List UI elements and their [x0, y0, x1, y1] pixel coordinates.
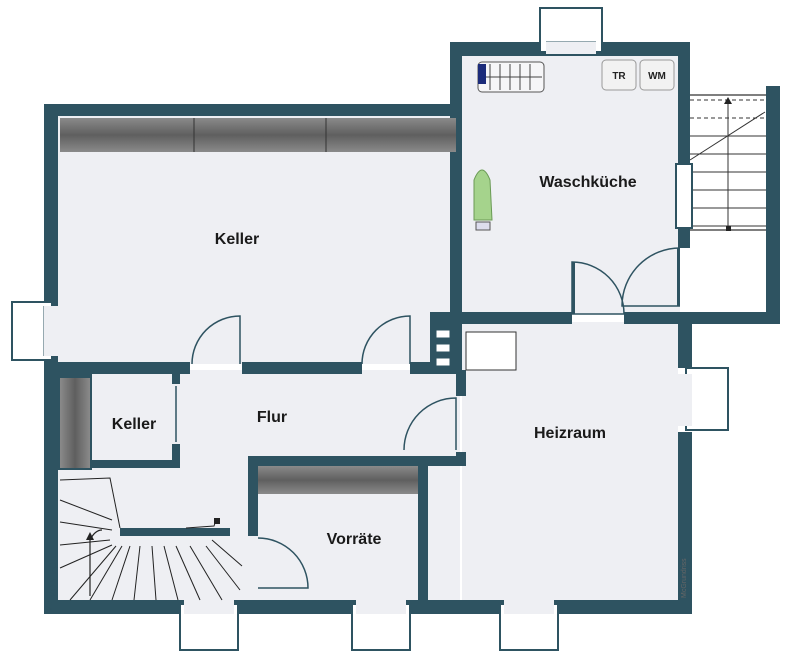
interior-stair — [59, 477, 243, 601]
stair-arrow-icon — [724, 97, 732, 104]
shelf-keller-small — [60, 378, 90, 468]
room-label-flur: Flur — [257, 409, 287, 426]
doors — [175, 247, 681, 589]
washer: WM — [639, 59, 675, 91]
drying-rack-icon — [477, 61, 545, 93]
window-right-upper — [675, 163, 693, 229]
room-label-waschkueche: Waschküche — [539, 174, 636, 191]
room-label-heizraum: Heizraum — [534, 425, 606, 442]
washer-label: WM — [648, 71, 666, 82]
room-label-keller-small: Keller — [112, 416, 156, 433]
dryer-label: TR — [612, 71, 626, 82]
shelf-vorraete — [258, 466, 418, 494]
credit-text: McGrundriss — [681, 558, 688, 598]
interior-stair-arrow-icon — [86, 532, 94, 540]
shelves — [60, 118, 456, 494]
ironing-board-icon — [473, 169, 493, 231]
exterior-stair-area — [680, 88, 780, 320]
room-label-vorraete: Vorräte — [327, 531, 382, 548]
window-right — [685, 367, 729, 431]
room-label-keller: Keller — [215, 231, 259, 248]
shelf-keller-top — [60, 118, 456, 152]
brand-name: VON POLL — [48, 550, 58, 598]
dryer: TR — [601, 59, 637, 91]
boiler — [465, 331, 517, 371]
brand-monogram: VP — [44, 599, 54, 612]
